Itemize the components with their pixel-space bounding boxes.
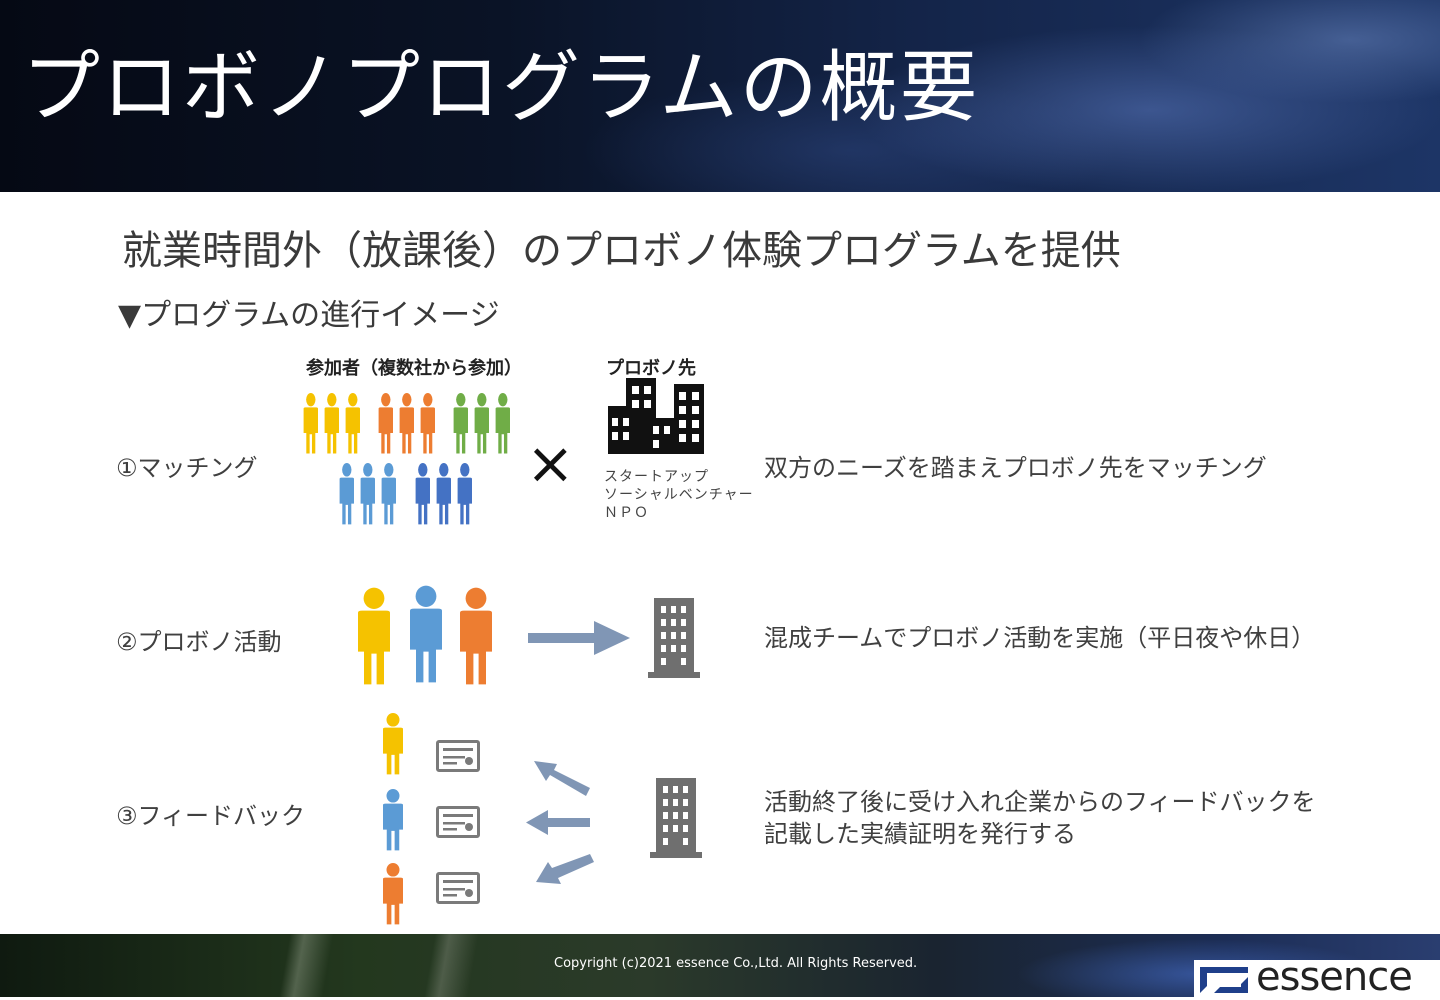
cross-symbol: × <box>526 429 575 497</box>
section-label: ▼プログラムの進行イメージ <box>118 298 500 333</box>
partner-types-list: スタートアップ ソーシャルベンチャー ＮＰＯ <box>604 468 754 522</box>
participant-groups-icon <box>303 393 510 525</box>
team-icon <box>358 585 492 685</box>
essence-logo-icon <box>1200 967 1248 993</box>
step-description-activity: 混成チームでプロボノ活動を実施（平日夜や休日） <box>764 624 1316 652</box>
certificate-icon <box>436 740 480 772</box>
participants-label: 参加者（複数社から参加） <box>306 358 522 379</box>
subtitle: 就業時間外（放課後）のプロボノ体験プログラムを提供 <box>122 228 1121 274</box>
step-label-activity: ②プロボノ活動 <box>116 628 282 656</box>
certificate-icon <box>436 872 480 904</box>
individual-participants-icon <box>383 713 403 925</box>
header-background <box>0 0 1440 192</box>
copyright-text: Copyright (c)2021 essence Co.,Ltd. All R… <box>554 956 918 971</box>
partner-label: プロボノ先 <box>606 358 696 379</box>
step-description-feedback-line1: 活動終了後に受け入れ企業からのフィードバックを <box>764 788 1316 816</box>
building-icon <box>648 598 700 678</box>
partner-type-npo: ＮＰＯ <box>604 505 649 521</box>
arrow-right-icon <box>528 621 630 655</box>
partner-type-social-venture: ソーシャルベンチャー <box>604 487 754 503</box>
feedback-arrows-icon <box>526 761 594 884</box>
step-description-matching: 双方のニーズを踏まえプロボノ先をマッチング <box>764 454 1267 482</box>
step-description-feedback-line2: 記載した実績証明を発行する <box>764 820 1076 848</box>
step-label-matching: ①マッチング <box>116 454 258 482</box>
certificate-icon <box>436 806 480 838</box>
partner-type-startup: スタートアップ <box>604 469 709 485</box>
city-buildings-icon <box>608 378 704 454</box>
essence-logo-text: essence <box>1256 954 1413 1000</box>
slide-title: プロボノプログラムの概要 <box>22 43 980 133</box>
step-label-feedback: ③フィードバック <box>116 802 306 830</box>
step-description-feedback: 活動終了後に受け入れ企業からのフィードバックを 記載した実績証明を発行する <box>764 786 1316 850</box>
building-icon <box>650 778 702 858</box>
